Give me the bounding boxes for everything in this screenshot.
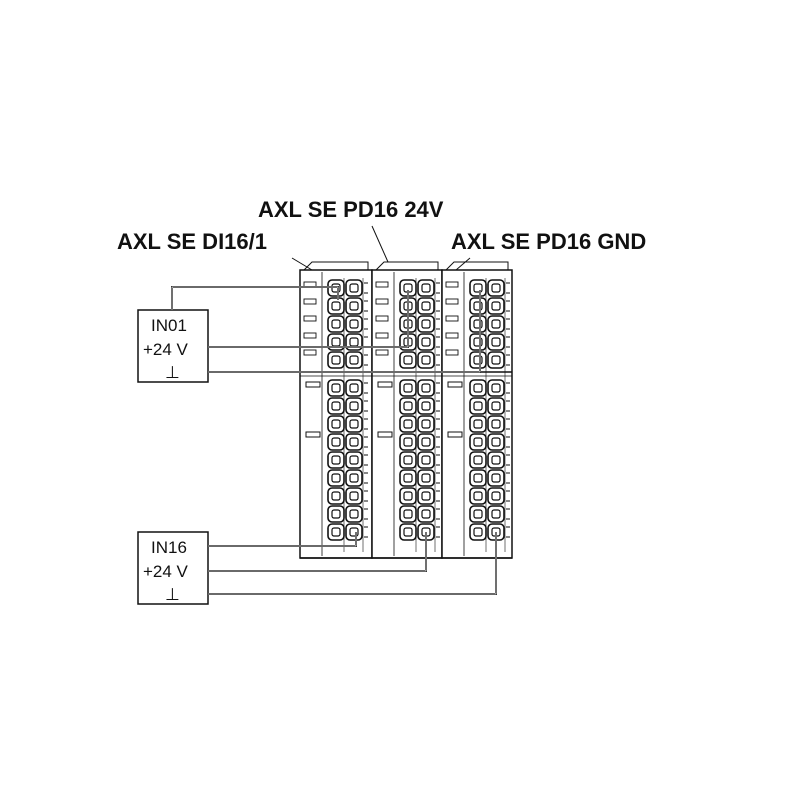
io-modules	[299, 261, 513, 559]
sensor-in01-ground-icon: ⊥	[165, 363, 180, 382]
sensor-in01: IN01 +24 V ⊥	[137, 309, 209, 383]
label-di16: AXL SE DI16/1	[117, 229, 267, 254]
label-pd16-24v: AXL SE PD16 24V	[258, 197, 444, 222]
sensor-in16-supply: +24 V	[143, 562, 189, 581]
leader-pd16-gnd	[455, 257, 471, 271]
sensor-in16-signal: IN16	[151, 538, 187, 557]
sensor-in16-ground-icon: ⊥	[165, 585, 180, 604]
sensor-in01-signal: IN01	[151, 316, 187, 335]
sensor-in16: IN16 +24 V ⊥	[137, 531, 209, 605]
label-pd16-gnd: AXL SE PD16 GND	[451, 229, 646, 254]
leader-pd16-24v	[371, 225, 389, 263]
sensor-in01-supply: +24 V	[143, 340, 189, 359]
leader-di16	[291, 257, 313, 271]
wires	[171, 286, 497, 595]
